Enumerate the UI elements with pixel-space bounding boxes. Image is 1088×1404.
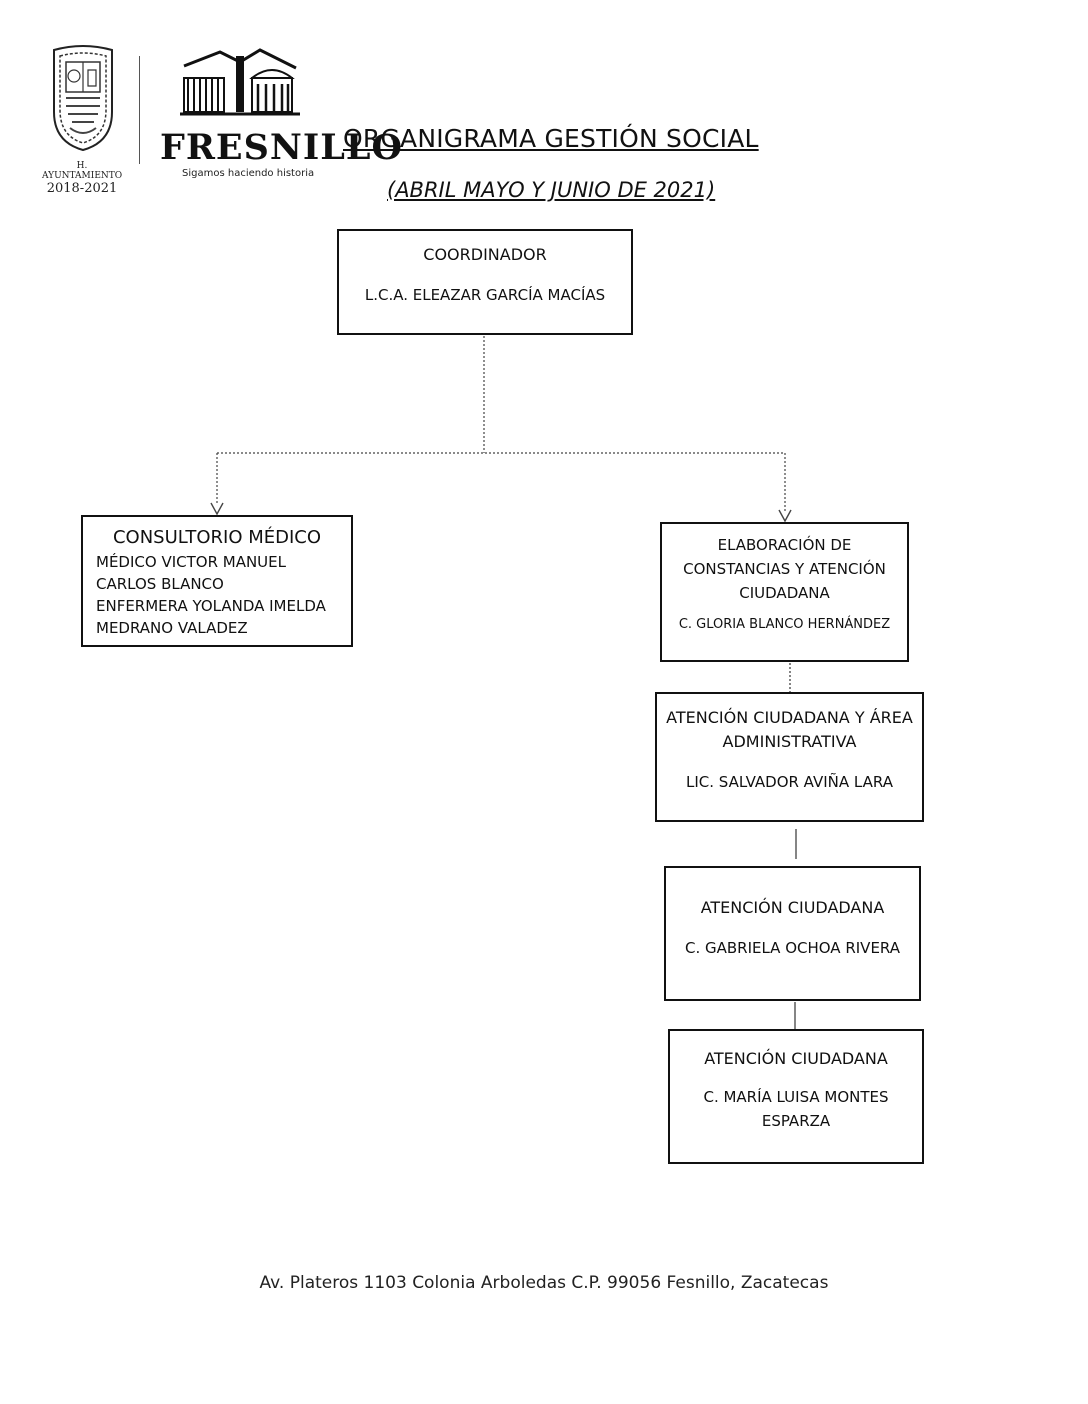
atencion-2-name-1: C. MARÍA LUISA MONTES [703,1088,889,1106]
page-subtitle: (ABRIL MAYO Y JUNIO DE 2021) [387,178,716,202]
medical-line-4: MEDRANO VALADEZ [96,619,248,637]
logo-tagline: Sigamos haciendo historia [182,168,315,179]
medical-line-2: CARLOS BLANCO [96,575,224,593]
constancias-box: ELABORACIÓN DE CONSTANCIAS Y ATENCIÓN CI… [660,522,909,662]
atencion-2-box: ATENCIÓN CIUDADANA C. MARÍA LUISA MONTES… [668,1029,924,1164]
page-title: ORGANIGRAMA GESTIÓN SOCIAL [343,124,759,153]
seal-caption: H. AYUNTAMIENTO [42,161,123,181]
coat-of-arms-icon [53,45,113,152]
constancias-role-2: CONSTANCIAS Y ATENCIÓN [683,560,886,578]
building-icon [180,48,300,116]
atencion-1-name: C. GABRIELA OCHOA RIVERA [684,939,901,957]
admin-box: ATENCIÓN CIUDADANA Y ÁREA ADMINISTRATIVA… [655,692,924,822]
admin-name: LIC. SALVADOR AVIÑA LARA [686,773,893,791]
footer-address: Av. Plateros 1103 Colonia Arboledas C.P.… [259,1273,829,1293]
coordinator-box: COORDINADOR L.C.A. ELEAZAR GARCÍA MACÍAS [337,229,633,335]
medical-line-1: MÉDICO VICTOR MANUEL [96,553,286,571]
atencion-1-box: ATENCIÓN CIUDADANA C. GABRIELA OCHOA RIV… [664,866,921,1001]
municipal-seal: H. AYUNTAMIENTO 2018-2021 [42,42,122,196]
atencion-2-role: ATENCIÓN CIUDADANA [704,1049,888,1068]
seal-years: 2018-2021 [46,181,118,196]
constancias-role-1: ELABORACIÓN DE [717,536,852,554]
atencion-2-name-2: ESPARZA [761,1112,831,1130]
medical-box: CONSULTORIO MÉDICO MÉDICO VICTOR MANUEL … [81,515,353,647]
constancias-name: C. GLORIA BLANCO HERNÁNDEZ [678,617,891,632]
medical-role: CONSULTORIO MÉDICO [112,527,322,548]
medical-line-3: ENFERMERA YOLANDA IMELDA [96,597,326,615]
arrowhead-medical-icon [210,502,224,516]
admin-role-1: ATENCIÓN CIUDADANA Y ÁREA [666,708,913,727]
coordinator-name: L.C.A. ELEAZAR GARCÍA MACÍAS [364,286,606,304]
coordinator-role: COORDINADOR [423,245,547,264]
constancias-role-3: CIUDADANA [739,584,830,602]
header-divider [139,56,140,164]
admin-role-2: ADMINISTRATIVA [722,732,857,751]
atencion-1-role: ATENCIÓN CIUDADANA [700,898,885,917]
arrowhead-constancias-icon [778,509,792,523]
